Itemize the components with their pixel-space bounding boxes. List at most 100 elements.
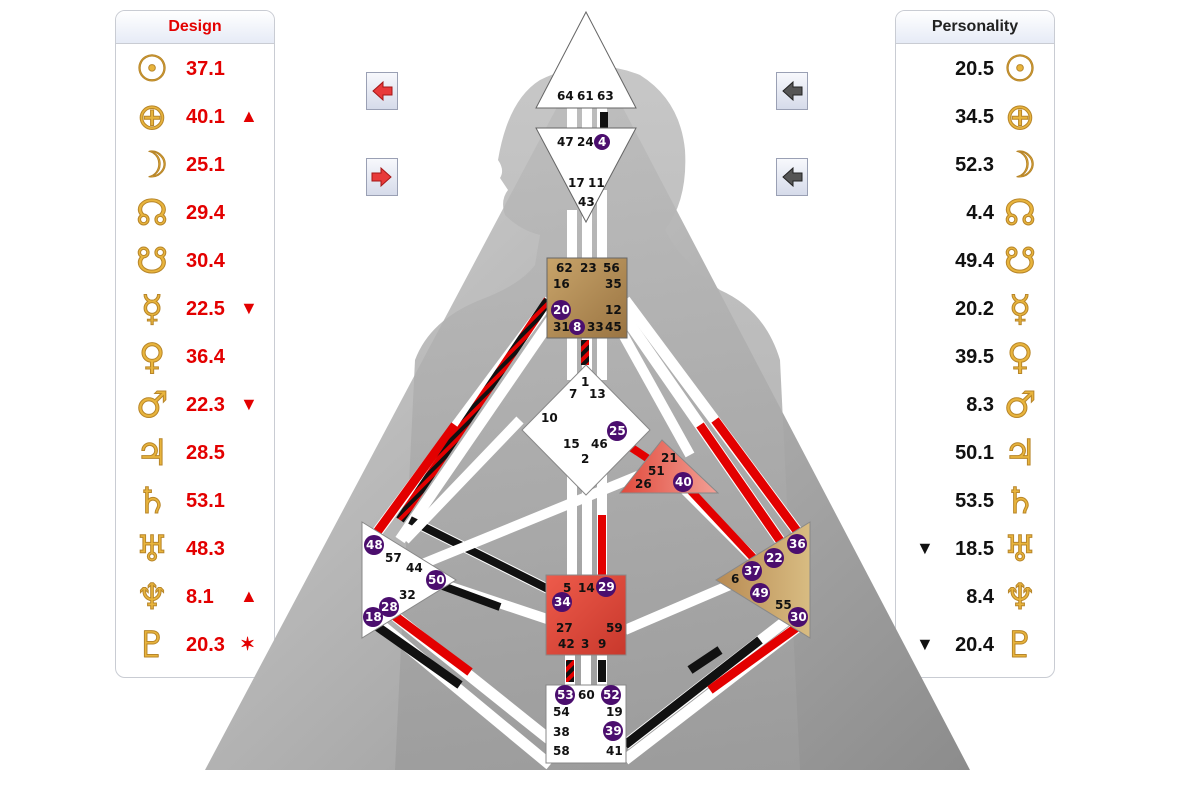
design-value: 22.5 bbox=[186, 298, 225, 320]
gate-label: 12 bbox=[605, 303, 622, 317]
gate-label: 51 bbox=[648, 464, 665, 478]
gate-label: 43 bbox=[578, 195, 595, 209]
design-value: 20.3 bbox=[186, 634, 225, 656]
activated-gate-marker bbox=[426, 570, 446, 590]
gate-label: 46 bbox=[591, 437, 608, 451]
gate-label: 38 bbox=[553, 725, 570, 739]
design-value: 48.3 bbox=[186, 538, 225, 560]
personality-row: ♇ 20.4 ▼ bbox=[896, 622, 1054, 670]
design-mark: ▲ bbox=[240, 586, 258, 606]
mercury-icon: ☿ bbox=[140, 289, 164, 330]
gate-label: 18 bbox=[365, 610, 382, 624]
gate-label: 11 bbox=[588, 176, 605, 190]
personality-value: 20.4 bbox=[955, 634, 994, 656]
gate-label: 57 bbox=[385, 551, 402, 565]
gate-label: 4 bbox=[598, 135, 606, 149]
gate-label: 62 bbox=[556, 261, 573, 275]
throat-center[interactable] bbox=[546, 257, 628, 339]
jupiter-icon: ♃ bbox=[1003, 433, 1037, 474]
gate-label: 60 bbox=[578, 688, 595, 702]
gate-label: 40 bbox=[675, 475, 692, 489]
ajna-center[interactable] bbox=[535, 127, 637, 224]
head-center[interactable] bbox=[535, 10, 637, 109]
sun-icon: ☉ bbox=[135, 49, 169, 90]
north-node-icon: ☊ bbox=[136, 193, 169, 234]
design-row: ♃28.5 bbox=[116, 430, 274, 478]
design-value: 28.5 bbox=[186, 442, 225, 464]
solar-plexus-center[interactable] bbox=[715, 521, 811, 639]
personality-row: ♀39.5 bbox=[896, 334, 1054, 382]
venus-icon: ♀ bbox=[138, 337, 166, 378]
neptune-icon: ♆ bbox=[1003, 577, 1037, 618]
gate-label: 6 bbox=[731, 572, 739, 586]
gate-label: 34 bbox=[554, 595, 571, 609]
design-value: 30.4 bbox=[186, 250, 225, 272]
activated-gate-marker bbox=[787, 534, 807, 554]
design-row: ♅48.3 bbox=[116, 526, 274, 574]
design-value: 36.4 bbox=[186, 346, 225, 368]
gate-label: 58 bbox=[553, 744, 570, 758]
personality-prev-arrow[interactable] bbox=[776, 72, 808, 110]
heart-center[interactable] bbox=[618, 439, 720, 494]
design-next-arrow[interactable] bbox=[366, 158, 398, 196]
personality-value: 20.2 bbox=[955, 298, 994, 320]
design-row: ☊29.4 bbox=[116, 190, 274, 238]
gate-label: 37 bbox=[744, 564, 761, 578]
activated-gate-marker bbox=[673, 472, 693, 492]
personality-row: ☋49.4 bbox=[896, 238, 1054, 286]
left-arrow-icon bbox=[782, 80, 803, 102]
personality-row: ☊4.4 bbox=[896, 190, 1054, 238]
saturn-icon: ♄ bbox=[135, 481, 169, 522]
activated-gate-marker bbox=[601, 685, 621, 705]
gate-label: 19 bbox=[606, 705, 623, 719]
pluto-icon: ♇ bbox=[1003, 625, 1037, 666]
personality-row: ♂8.3 bbox=[896, 382, 1054, 430]
activated-gate-marker bbox=[596, 577, 616, 597]
design-value: 53.1 bbox=[186, 490, 225, 512]
design-mark: ▼ bbox=[240, 298, 258, 318]
design-value: 40.1 bbox=[186, 106, 225, 128]
personality-value: 20.5 bbox=[955, 58, 994, 80]
personality-value: 49.4 bbox=[955, 250, 994, 272]
gate-label: 27 bbox=[556, 621, 573, 635]
personality-next-arrow[interactable] bbox=[776, 158, 808, 196]
personality-mark: ▼ bbox=[916, 634, 934, 654]
activated-gate-marker bbox=[750, 583, 770, 603]
venus-icon: ♀ bbox=[1006, 337, 1034, 378]
design-row: ♄ 53.1 bbox=[116, 478, 274, 526]
design-prev-arrow[interactable] bbox=[366, 72, 398, 110]
personality-value: 18.5 bbox=[955, 538, 994, 560]
gate-label: 24 bbox=[577, 135, 594, 149]
pluto-icon: ♇ bbox=[135, 625, 169, 666]
g-center[interactable] bbox=[521, 364, 651, 496]
gate-label: 48 bbox=[366, 538, 383, 552]
design-value: 22.3 bbox=[186, 394, 225, 416]
personality-row: ♅18.5▼ bbox=[896, 526, 1054, 574]
gate-label: 1 bbox=[581, 375, 589, 389]
neptune-icon: ♆ bbox=[135, 577, 169, 618]
design-panel-title: Design bbox=[116, 11, 274, 44]
gate-label: 35 bbox=[605, 277, 622, 291]
right-arrow-icon bbox=[371, 166, 392, 188]
design-row: ♇20.3✶ bbox=[116, 622, 274, 670]
gate-label: 26 bbox=[635, 477, 652, 491]
left-arrow-icon bbox=[372, 80, 393, 102]
activated-gate-marker bbox=[363, 607, 383, 627]
gate-label: 7 bbox=[569, 387, 577, 401]
personality-mark: ▼ bbox=[916, 538, 934, 558]
gate-label: 2 bbox=[581, 452, 589, 466]
gate-label: 8 bbox=[573, 320, 581, 334]
channels bbox=[370, 105, 805, 770]
personality-value: 53.5 bbox=[955, 490, 994, 512]
activated-gate-marker bbox=[742, 561, 762, 581]
activated-gate-marker bbox=[764, 548, 784, 568]
gate-label: 53 bbox=[557, 688, 574, 702]
gate-label: 23 bbox=[580, 261, 597, 275]
gate-label: 30 bbox=[790, 610, 807, 624]
gate-label: 54 bbox=[553, 705, 570, 719]
activated-gate-marker bbox=[364, 535, 384, 555]
design-row: ☽25.1 bbox=[116, 142, 274, 190]
design-value: 8.1 bbox=[186, 586, 214, 608]
design-row: ⊕40.1▲ bbox=[116, 94, 274, 142]
